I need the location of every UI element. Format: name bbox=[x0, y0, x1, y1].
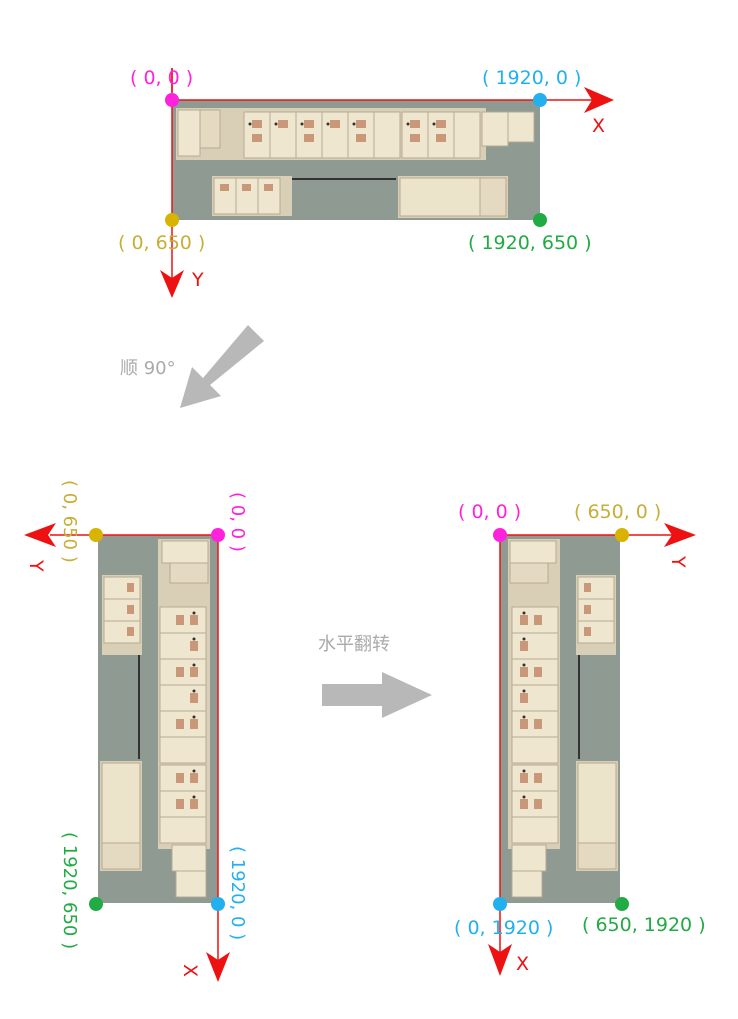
rotated-x-axis-label: X bbox=[179, 964, 201, 977]
top-floor-plan bbox=[171, 99, 541, 221]
flipped-origin-dot bbox=[493, 528, 507, 542]
flip-step: 水平翻转 bbox=[318, 634, 432, 718]
flipped-bottom-right-dot bbox=[615, 897, 629, 911]
bottom-right-label: ( 1920, 650 ) bbox=[468, 232, 592, 254]
rotated-bottom-left-label: ( 1920, 650 ) bbox=[59, 832, 80, 949]
bottom-left-label: ( 0, 650 ) bbox=[118, 232, 205, 254]
rotated-floor-plan bbox=[97, 534, 219, 904]
flipped-bottom-left-dot bbox=[493, 897, 507, 911]
rotated-y-axis-label: Y bbox=[25, 559, 47, 572]
flipped-x-axis-label: X bbox=[516, 953, 529, 975]
rotate-step: 顺 90° bbox=[120, 325, 264, 408]
flipped-x-arrow-icon bbox=[488, 944, 512, 976]
flipped-y-axis-label: Y bbox=[667, 555, 689, 568]
bottom-right-dot bbox=[533, 213, 547, 227]
flipped-top-right-dot bbox=[615, 528, 629, 542]
top-floor-diagram: ( 0, 0 ) ( 1920, 0 ) ( 0, 650 ) ( 1920, … bbox=[118, 67, 614, 298]
rotated-bottom-right-dot bbox=[211, 897, 225, 911]
top-right-dot bbox=[533, 93, 547, 107]
top-right-label: ( 1920, 0 ) bbox=[482, 67, 581, 89]
top-origin-label: ( 0, 0 ) bbox=[130, 67, 193, 89]
flipped-origin-label: ( 0, 0 ) bbox=[458, 501, 521, 523]
rotated-floor-diagram: ( 0, 650 ) ( 0, 0 ) ( 1920, 650 ) ( 1920… bbox=[24, 480, 248, 982]
rotated-top-right-label: ( 0, 0 ) bbox=[227, 492, 248, 552]
diagonal-down-left-arrow-icon bbox=[180, 325, 264, 408]
top-y-axis-label: Y bbox=[191, 269, 204, 291]
rotate-label: 顺 90° bbox=[120, 358, 176, 379]
top-x-arrow-icon bbox=[584, 87, 614, 113]
top-y-arrow-icon bbox=[160, 270, 184, 298]
flipped-y-arrow-icon bbox=[664, 523, 696, 547]
rotated-x-arrow-icon bbox=[206, 952, 230, 982]
flipped-floor-plan bbox=[499, 534, 621, 904]
rotated-bottom-right-label: ( 1920, 0 ) bbox=[227, 846, 248, 940]
flipped-bottom-left-label: ( 0, 1920 ) bbox=[454, 917, 553, 939]
rotated-bottom-left-dot bbox=[89, 897, 103, 911]
rotated-top-left-dot bbox=[89, 528, 103, 542]
flipped-top-right-label: ( 650, 0 ) bbox=[574, 501, 661, 523]
rotated-top-left-label: ( 0, 650 ) bbox=[59, 480, 80, 563]
flipped-floor-diagram: ( 0, 0 ) ( 650, 0 ) ( 0, 1920 ) ( 650, 1… bbox=[454, 501, 706, 976]
flip-label: 水平翻转 bbox=[318, 634, 390, 655]
rotated-top-right-dot bbox=[211, 528, 225, 542]
bottom-left-dot bbox=[165, 213, 179, 227]
top-x-axis-label: X bbox=[592, 115, 605, 137]
rotated-y-arrow-icon bbox=[24, 523, 56, 547]
top-origin-dot bbox=[165, 93, 179, 107]
right-arrow-icon bbox=[322, 672, 432, 718]
flipped-bottom-right-label: ( 650, 1920 ) bbox=[582, 914, 706, 936]
